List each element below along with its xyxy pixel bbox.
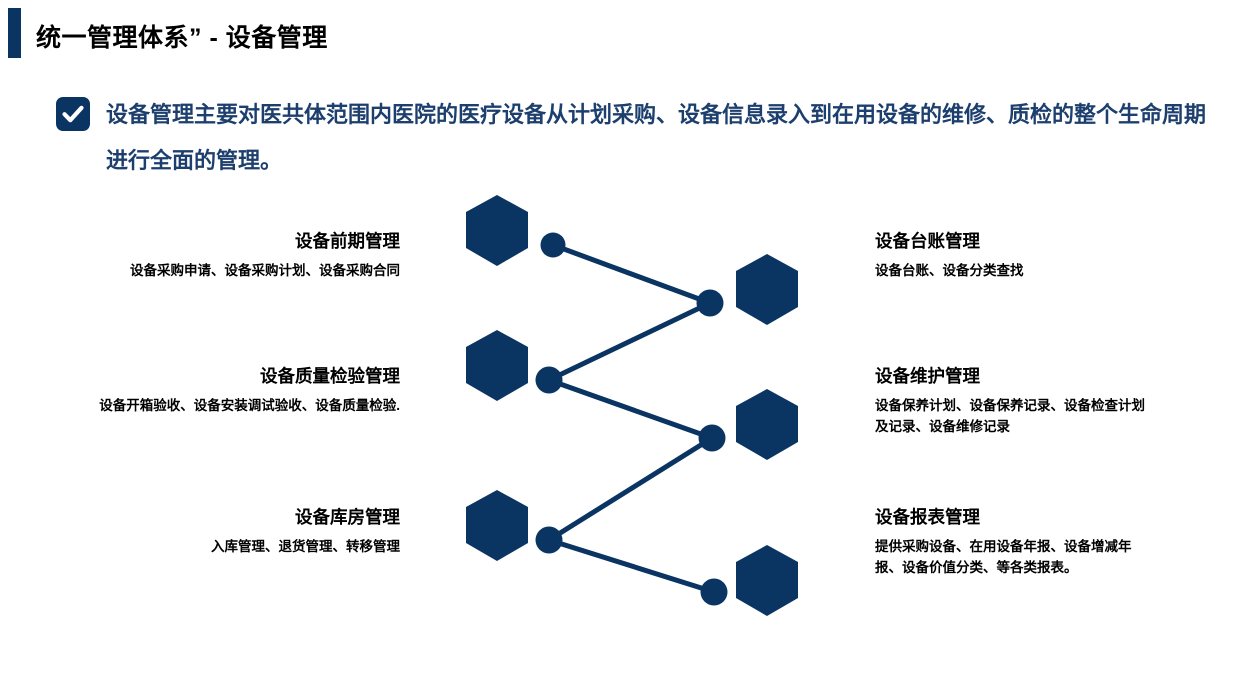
- title-accent-bar: [8, 8, 21, 58]
- node-left-3-title: 设备库房管理: [295, 507, 400, 527]
- node-right-3: 设备报表管理 提供采购设备、在用设备年报、设备增减年报、设备价值分类、等各类报表…: [875, 505, 1145, 578]
- hexagon-left-2: [466, 330, 528, 401]
- connector-dot-6: [700, 578, 728, 606]
- zigzag-connector: [546, 242, 717, 595]
- diagram-graphic: [466, 195, 798, 616]
- hexagon-right-1: [736, 254, 798, 325]
- node-left-3-desc: 入库管理、退货管理、转移管理: [211, 539, 400, 554]
- node-right-3-desc: 提供采购设备、在用设备年报、设备增减年报、设备价值分类、等各类报表。: [875, 539, 1132, 575]
- connector-dot-2: [696, 289, 724, 317]
- page-title: 统一管理体系” - 设备管理: [36, 24, 328, 52]
- hexagon-left-1: [466, 195, 528, 266]
- node-left-2-desc: 设备开箱验收、设备安装调试验收、设备质量检验.: [99, 398, 400, 413]
- hexagon-right-3: [736, 545, 798, 616]
- hexagon-left-3: [466, 490, 528, 561]
- node-left-3: 设备库房管理 入库管理、退货管理、转移管理: [60, 505, 400, 557]
- node-left-2-title: 设备质量检验管理: [260, 366, 400, 386]
- connector-dot-1: [540, 232, 566, 258]
- hexagon-right-2: [736, 389, 798, 460]
- check-icon: [56, 97, 90, 131]
- node-right-1: 设备台账管理 设备台账、设备分类查找: [875, 229, 1145, 281]
- intro-text: 设备管理主要对医共体范围内医院的医疗设备从计划采购、设备信息录入到在用设备的维修…: [106, 102, 1207, 173]
- node-right-3-title: 设备报表管理: [875, 507, 980, 527]
- node-right-2-desc: 设备保养计划、设备保养记录、设备检查计划及记录、设备维修记录: [875, 398, 1145, 434]
- node-left-1-desc: 设备采购申请、设备采购计划、设备采购合同: [130, 263, 400, 278]
- node-right-2-title: 设备维护管理: [875, 366, 980, 386]
- connector-dot-3: [535, 366, 563, 394]
- process-diagram: 设备前期管理 设备采购申请、设备采购计划、设备采购合同 设备质量检验管理 设备开…: [0, 195, 1244, 645]
- node-right-2: 设备维护管理 设备保养计划、设备保养记录、设备检查计划及记录、设备维修记录: [875, 364, 1145, 437]
- node-left-1-title: 设备前期管理: [295, 231, 400, 251]
- node-left-1: 设备前期管理 设备采购申请、设备采购计划、设备采购合同: [60, 229, 400, 281]
- node-left-2: 设备质量检验管理 设备开箱验收、设备安装调试验收、设备质量检验.: [60, 364, 400, 416]
- node-right-1-title: 设备台账管理: [875, 231, 980, 251]
- connector-dot-4: [698, 424, 726, 452]
- slide-header: 统一管理体系” - 设备管理: [0, 0, 1244, 62]
- connector-dot-5: [535, 526, 563, 554]
- node-right-1-desc: 设备台账、设备分类查找: [875, 263, 1024, 278]
